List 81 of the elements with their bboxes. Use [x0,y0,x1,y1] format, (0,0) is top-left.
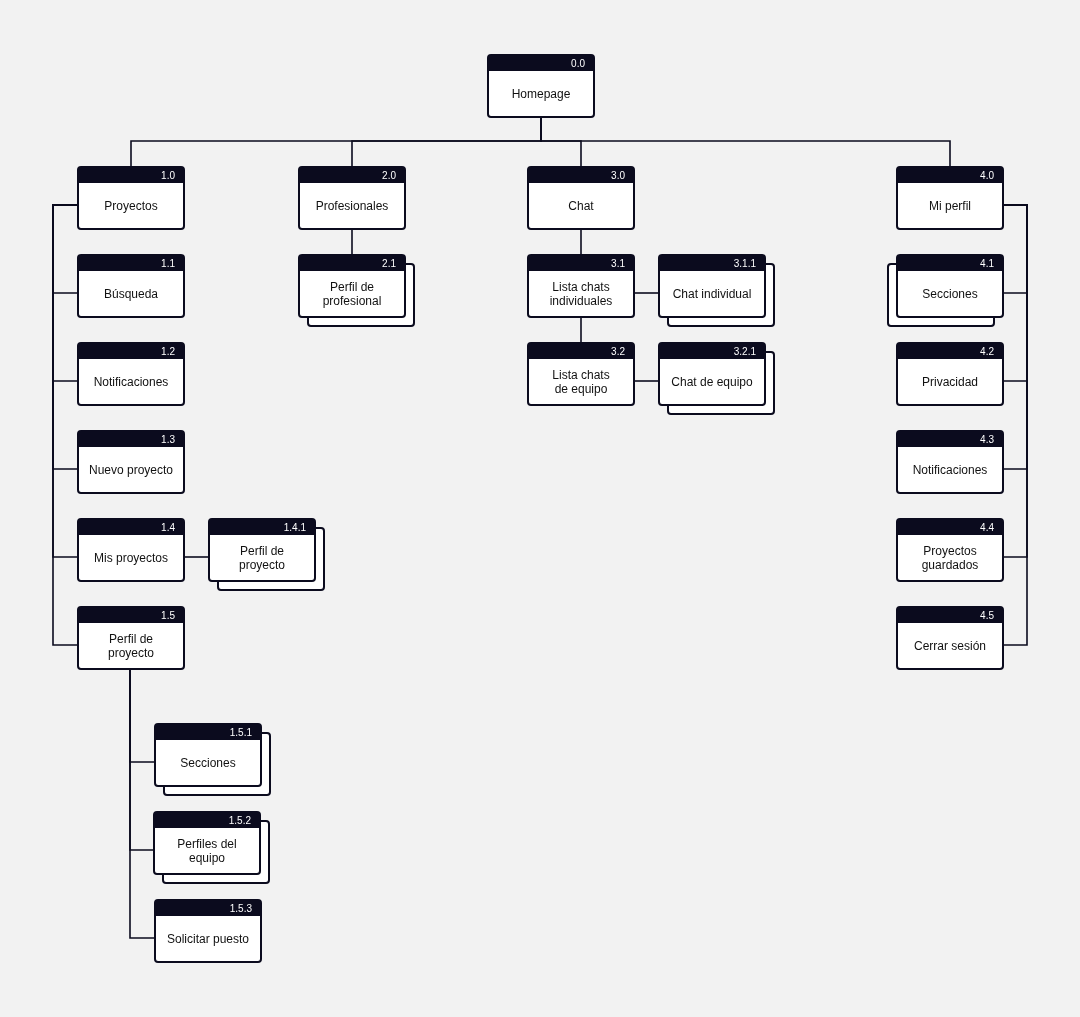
connector-line [634,292,659,294]
page-number: 1.4 [161,521,175,534]
page-card [896,166,1004,230]
page-number: 3.2.1 [733,345,756,358]
page-card [527,342,635,406]
page-card [154,899,262,963]
page-number: 1.2 [161,345,175,358]
page-title: Búsqueda [103,286,158,301]
page-number: 4.5 [980,609,994,622]
page-card [658,254,766,318]
page-card [658,342,766,406]
page-number: 2.1 [382,257,396,270]
connector-line [351,229,353,255]
page-number: 1.3 [161,433,175,446]
page-number: 2.0 [382,169,396,182]
page-title: Chat individual [672,286,752,301]
page-title: Secciones [922,286,978,301]
page-title: Cerrar sesión [914,638,986,653]
page-number: 4.0 [980,169,994,182]
page-card [77,254,185,318]
page-card [77,342,185,406]
page-card [527,254,635,318]
page-title: Homepage [511,86,571,101]
connector-line [634,380,659,382]
page-title: Secciones [180,755,236,770]
page-title: Privacidad [922,374,978,389]
page-card [77,518,185,582]
page-card [527,166,635,230]
page-card [298,166,406,230]
page-title: Mis proyectos [94,550,168,565]
page-card [896,430,1004,494]
page-number: 3.2 [611,345,625,358]
page-card [77,430,185,494]
page-card [896,606,1004,670]
page-title: Notificaciones [93,374,169,389]
page-number: 4.1 [980,257,994,270]
page-title: Mi perfil [929,198,971,213]
page-title: Nuevo proyecto [88,462,173,477]
connector-line [184,556,209,558]
page-title: Notificaciones [912,462,988,477]
page-title: Proyectos [104,198,158,213]
page-title: Proyectos guardados [920,543,980,572]
page-title: Chat [568,198,594,213]
page-title: Perfil de proyecto [238,543,286,572]
page-title: Perfil de proyecto [107,631,155,660]
page-number: 0.0 [571,57,585,70]
page-card [896,342,1004,406]
page-title: Perfil de profesional [321,279,383,308]
page-number: 1.4.1 [283,521,306,534]
page-card [153,811,261,875]
page-number: 1.1 [161,257,175,270]
page-number: 4.3 [980,433,994,446]
page-number: 1.5.3 [229,902,252,915]
connector-line [580,317,582,343]
connector-line [52,204,78,646]
page-card [208,518,316,582]
page-card [298,254,406,318]
page-title: Profesionales [315,198,389,213]
connector-line [129,669,155,939]
page-number: 1.5.1 [229,726,252,739]
page-title: Chat de equipo [671,374,753,389]
page-card [77,166,185,230]
page-card [154,723,262,787]
page-title: Lista chats individuales [548,279,614,308]
page-number: 1.0 [161,169,175,182]
page-number: 4.4 [980,521,994,534]
page-card [487,54,595,118]
page-number: 1.5.2 [228,814,251,827]
page-title: Lista chats de equipo [551,367,611,396]
page-number: 3.0 [611,169,625,182]
page-card [896,254,1004,318]
page-number: 3.1.1 [733,257,756,270]
connector-line [1003,204,1028,646]
page-title: Perfiles del equipo [177,836,237,865]
connector-line [580,229,582,255]
page-number: 3.1 [611,257,625,270]
page-card [896,518,1004,582]
page-number: 1.5 [161,609,175,622]
page-number: 4.2 [980,345,994,358]
page-card [77,606,185,670]
page-title: Solicitar puesto [166,931,249,946]
